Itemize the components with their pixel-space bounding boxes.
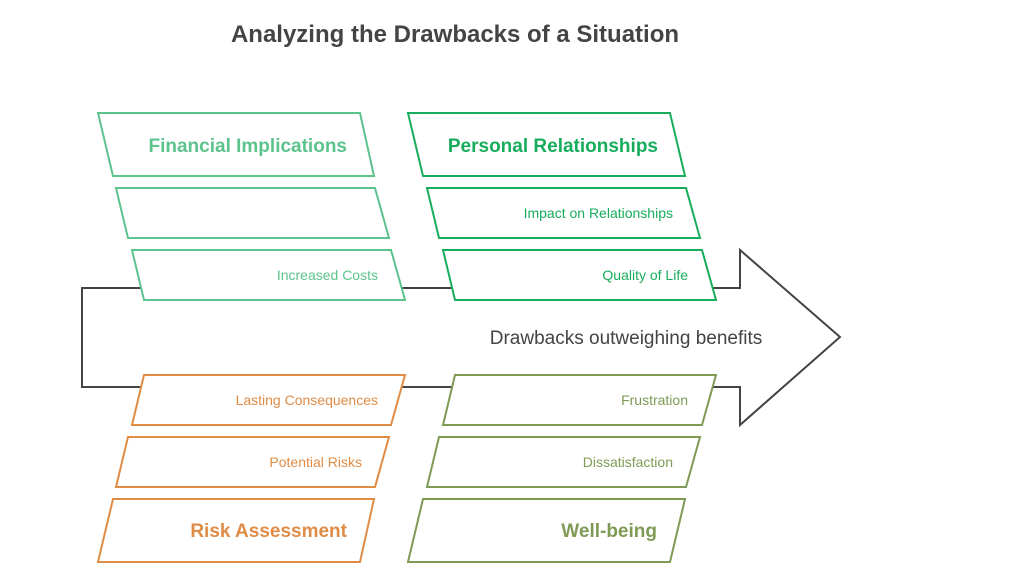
cause-label: Dissatisfaction [583,454,673,470]
cause-label: Quality of Life [602,267,688,283]
effect-label: Drawbacks outweighing benefits [490,328,763,349]
category-risk [96,374,407,563]
category-label-financial: Financial Implications [149,136,348,157]
category-header-financial [96,112,376,177]
category-header-risk [96,498,376,563]
cause-label: Potential Risks [269,454,362,470]
category-wellbeing [406,374,718,563]
category-label-personal: Personal Relationships [448,136,658,157]
cause-box [130,374,407,426]
category-personal [406,112,718,301]
cause-label: Increased Costs [277,267,378,283]
cause-box [425,436,702,488]
cause-label: Lasting Consequences [236,392,378,408]
category-header-personal [406,112,687,177]
diagram-title: Analyzing the Drawbacks of a Situation [231,21,679,48]
cause-label: Frustration [621,392,688,408]
cause-box [441,249,718,301]
category-financial [96,112,407,301]
cause-box [114,187,391,239]
category-header-wellbeing [406,498,687,563]
category-label-risk: Risk Assessment [190,521,347,542]
cause-label: Impact on Relationships [524,205,673,221]
cause-box [130,249,407,301]
cause-box [114,436,391,488]
cause-box [425,187,702,239]
cause-box [441,374,718,426]
category-label-wellbeing: Well-being [561,521,657,542]
